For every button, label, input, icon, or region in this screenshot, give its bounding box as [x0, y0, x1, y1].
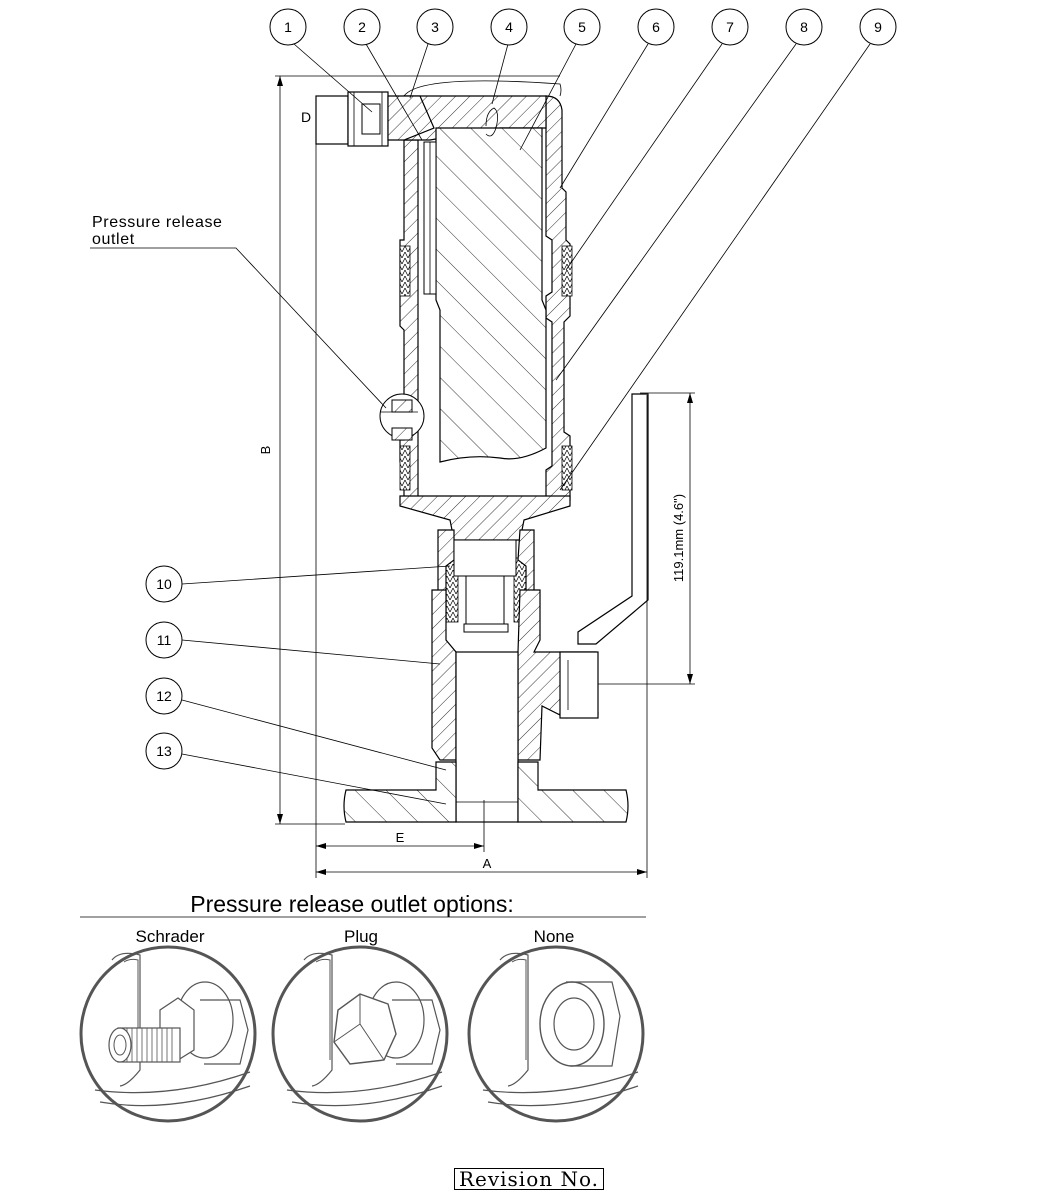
balloon-7: 7 [711, 8, 749, 46]
options-title: Pressure release outlet options: [190, 891, 513, 917]
balloon-8: 8 [785, 8, 823, 46]
balloon-3-label: 3 [431, 19, 439, 35]
dimension-a: A [315, 118, 648, 878]
balloon-9: 9 [859, 8, 897, 46]
dimension-a-label: A [483, 856, 492, 871]
dimension-e: E [316, 800, 485, 852]
balloon-7-label: 7 [726, 19, 734, 35]
dimension-height: 119.1mm (4.6") [598, 392, 695, 685]
inlet-valve: D [301, 80, 562, 147]
balloon-10-label: 10 [156, 576, 172, 592]
lower-valve-body [431, 589, 599, 823]
option-detail-schrader [79, 945, 257, 1123]
balloon-3: 3 [416, 8, 454, 46]
outlet-options-section: Pressure release outlet options: Schrade… [79, 891, 646, 1123]
balloons: 1 2 3 4 5 6 7 8 9 10 11 12 13 [145, 8, 897, 770]
dimension-e-label: E [396, 830, 405, 845]
inner-cartridge [423, 127, 547, 463]
dimension-height-label: 119.1mm (4.6") [671, 494, 686, 582]
balloon-10: 10 [145, 565, 183, 603]
balloon-6-label: 6 [652, 19, 660, 35]
balloon-12-label: 12 [156, 688, 172, 704]
balloon-1: 1 [269, 8, 307, 46]
option-detail-none [467, 945, 645, 1123]
dimension-b: B [258, 75, 560, 825]
balloon-12: 12 [145, 677, 183, 715]
balloon-4-label: 4 [505, 19, 513, 35]
middle-connector [437, 529, 535, 633]
balloon-2: 2 [343, 8, 381, 46]
balloon-5-label: 5 [578, 19, 586, 35]
base-flange [343, 761, 629, 823]
balloon-8-label: 8 [800, 19, 808, 35]
dimension-d-label: D [301, 109, 311, 125]
dimension-b-label: B [258, 446, 273, 455]
leader-lines [90, 43, 871, 805]
balloon-11-label: 11 [157, 632, 172, 648]
revision-label: Revision No. [454, 1167, 604, 1191]
balloon-2-label: 2 [358, 19, 366, 35]
balloon-6: 6 [637, 8, 675, 46]
option-label-plug: Plug [344, 927, 378, 946]
option-label-schrader: Schrader [136, 927, 205, 946]
handle-lever [577, 393, 649, 645]
pressure-release-outlet [379, 393, 425, 441]
pressure-release-callout: Pressure release outlet [92, 214, 223, 248]
balloon-11: 11 [145, 621, 183, 659]
option-label-none: None [534, 927, 575, 946]
balloon-13-label: 13 [156, 743, 172, 759]
callout-line-1: Pressure release [92, 214, 223, 231]
balloon-9-label: 9 [874, 19, 882, 35]
balloon-5: 5 [563, 8, 601, 46]
balloon-13: 13 [145, 732, 183, 770]
balloon-4: 4 [490, 8, 528, 46]
retaining-clip [485, 107, 498, 137]
option-detail-plug [271, 945, 449, 1123]
callout-line-2: outlet [92, 231, 135, 248]
balloon-1-label: 1 [284, 19, 292, 35]
